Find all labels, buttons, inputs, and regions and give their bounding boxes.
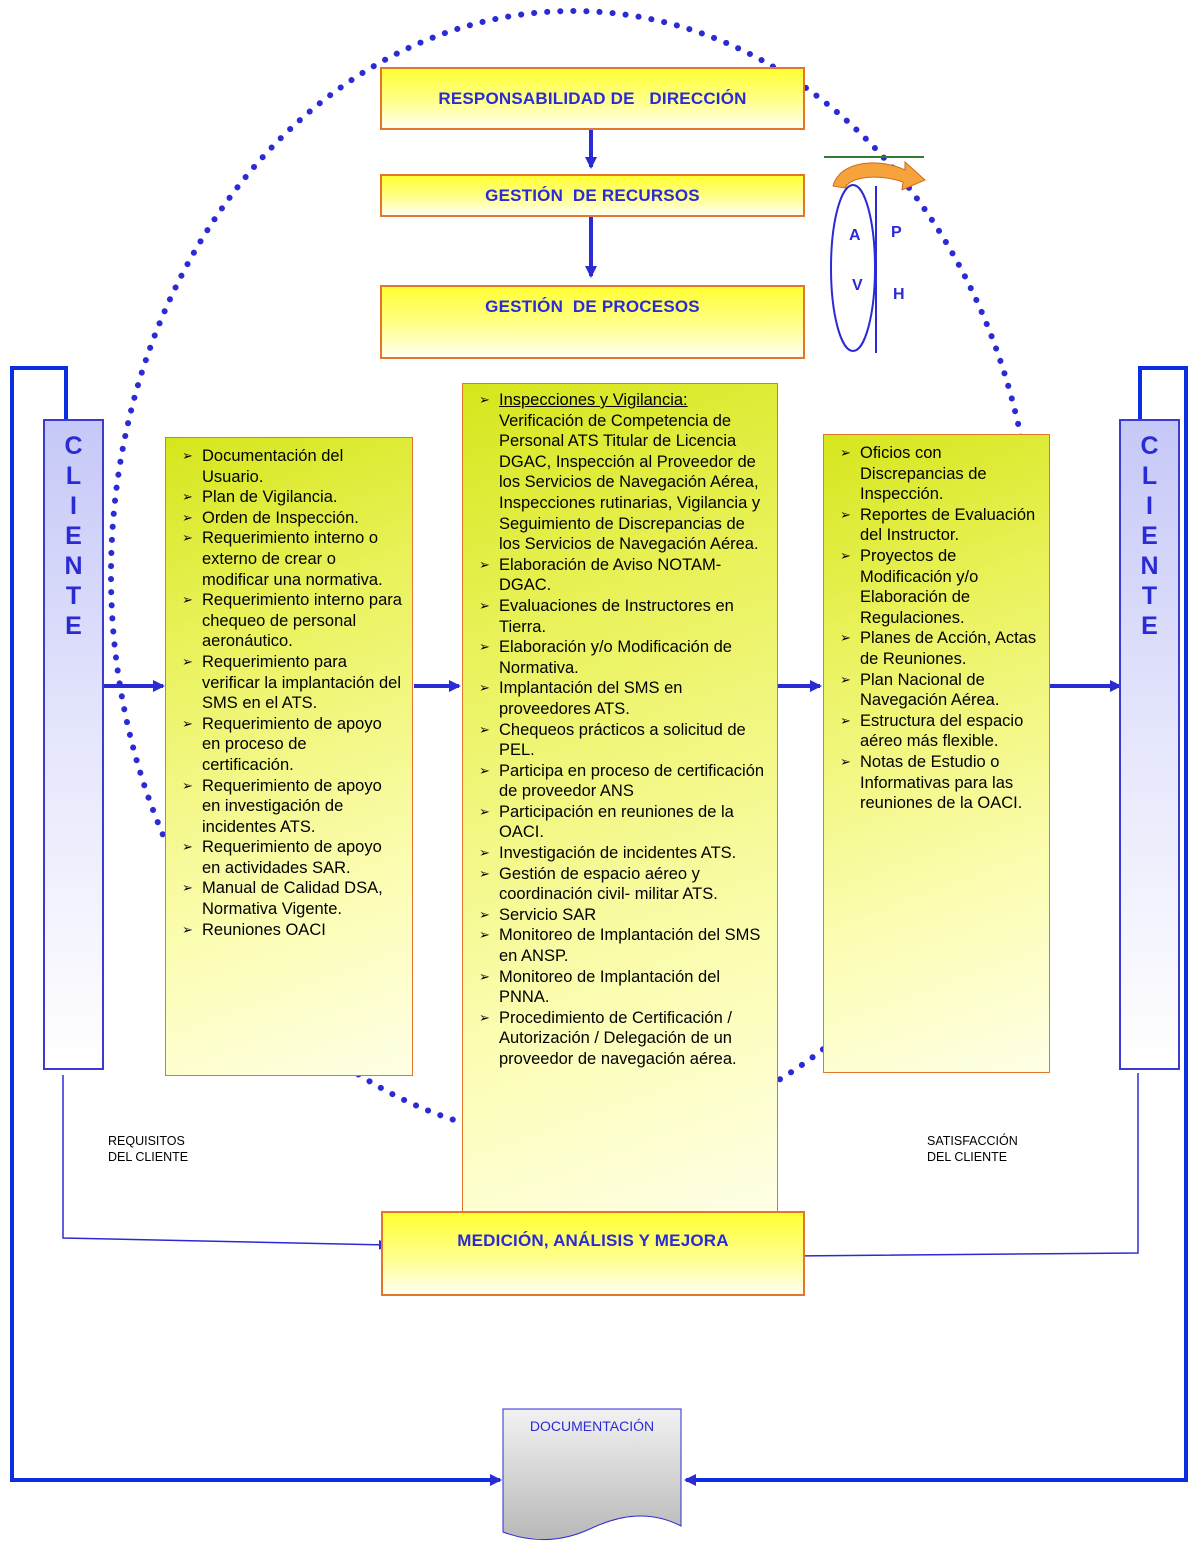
list-item: ➢Evaluaciones de Instructores en Tierra.	[479, 596, 734, 636]
requisitos-arrow	[62, 1075, 389, 1250]
inputs-box: ➢Documentación del Usuario. ➢Plan de Vig…	[165, 437, 413, 1076]
gestion-recursos-label: GESTIÓN DE RECURSOS	[485, 185, 700, 205]
list-item: ➢Investigación de incidentes ATS.	[479, 844, 737, 863]
list-item: ➢Documentación del Usuario.	[182, 447, 344, 486]
list-item: ➢Requerimiento interno para chequeo de p…	[182, 591, 402, 651]
arrow-bullet-icon: ➢	[840, 547, 851, 563]
list-item: ➢Manual de Calidad DSA, Normativa Vigent…	[182, 879, 383, 919]
list-item: ➢Gestión de espacio aéreo y coordinación…	[479, 864, 718, 904]
arrow-bullet-icon: ➢	[182, 592, 193, 608]
pdca-rotation-arrow	[832, 160, 926, 191]
arrow-bullet-icon: ➢	[840, 753, 851, 769]
list-item: ➢Procedimiento de Certificación / Autori…	[479, 1008, 737, 1068]
arrow-bullet-icon: ➢	[840, 506, 851, 522]
list-item: ➢Plan de Vigilancia.	[182, 488, 338, 507]
list-item: ➢Oficios con Discrepancias de Inspección…	[840, 444, 987, 504]
arrow-bullet-icon: ➢	[182, 880, 193, 896]
list-item: ➢Plan Nacional de Navegación Aérea.	[840, 670, 1000, 710]
cliente-right-label: C L I E N T E	[1140, 432, 1159, 640]
requisitos-cliente-label: REQUISITOS DEL CLIENTE	[108, 1134, 189, 1164]
gestion-recursos-box: GESTIÓN DE RECURSOS	[380, 174, 805, 217]
cliente-left-column: C L I E N T E	[43, 419, 104, 1070]
arrow-bullet-icon: ➢	[182, 777, 193, 793]
list-item: ➢Participación en reuniones de la OACI.	[479, 802, 734, 842]
outputs-list: ➢Oficios con Discrepancias de Inspección…	[824, 435, 1049, 814]
pdca-letter-a: A	[849, 227, 861, 244]
responsabilidad-direccion-box: RESPONSABILIDAD DE DIRECCIÓN	[380, 67, 805, 130]
arrow-bullet-icon: ➢	[840, 630, 851, 646]
list-item: ➢Requerimiento de apoyo en investigación…	[182, 776, 382, 836]
list-item: ➢Chequeos prácticos a solicitud de PEL.	[479, 720, 746, 760]
satisfaccion-arrow	[788, 1073, 1139, 1261]
list-item: ➢Servicio SAR	[479, 905, 597, 924]
medicion-analisis-mejora-label: MEDICIÓN, ANÁLISIS Y MEJORA	[457, 1231, 729, 1250]
gestion-procesos-box: GESTIÓN DE PROCESOS	[380, 285, 805, 359]
satisfaccion-cliente-label: SATISFACCIÓN DEL CLIENTE	[927, 1134, 1018, 1164]
outer-loop-right	[684, 366, 1188, 1486]
list-item: ➢ Inspecciones y Vigilancia: Verificación…	[471, 390, 767, 555]
arrow-bullet-icon: ➢	[182, 921, 193, 937]
arrow-bullet-icon: ➢	[479, 721, 490, 737]
process-activities-box: ➢ Inspecciones y Vigilancia: Verificación…	[462, 383, 778, 1212]
list-item: ➢Orden de Inspección.	[182, 508, 359, 527]
cliente-right-column: C L I E N T E	[1119, 419, 1180, 1070]
pdca-letter-v: V	[852, 277, 863, 294]
arrow-bullet-icon: ➢	[479, 865, 490, 881]
arrow-bullet-icon: ➢	[182, 653, 193, 669]
list-item: ➢Requerimiento de apoyo en proceso de ce…	[182, 714, 382, 774]
arrow-bullet-icon: ➢	[182, 448, 193, 463]
arrow-bullet-icon: ➢	[840, 445, 851, 460]
inspecciones-heading: Inspecciones y Vigilancia:	[499, 391, 688, 409]
arrow-bullet-icon: ➢	[479, 639, 490, 655]
arrow-bullet-icon: ➢	[479, 597, 490, 613]
list-item: ➢Planes de Acción, Actas de Reuniones.	[840, 629, 1037, 668]
list-item: ➢Proyectos de Modificación y/o Elaboraci…	[840, 546, 979, 627]
outputs-box: ➢Oficios con Discrepancias de Inspección…	[823, 434, 1050, 1073]
medicion-analisis-mejora-box: MEDICIÓN, ANÁLISIS Y MEJORA	[381, 1211, 805, 1296]
arrow-bullet-icon: ➢	[479, 1009, 490, 1025]
arrow-bullet-icon: ➢	[840, 712, 851, 728]
arrow-bullet-icon: ➢	[479, 762, 490, 778]
pdca-letter-h: H	[893, 286, 905, 303]
pdca-letter-p: P	[891, 224, 902, 241]
documentation-shape	[502, 1408, 682, 1541]
list-item: ➢Reportes de Evaluación del Instructor.	[840, 505, 1036, 545]
list-item: ➢Reuniones OACI	[182, 920, 326, 939]
cliente-left-label: C L I E N T E	[64, 432, 83, 640]
list-item: ➢Elaboración de Aviso NOTAM-DGAC.	[479, 555, 722, 595]
list-item: ➢Implantación del SMS en proveedores ATS…	[479, 679, 683, 718]
arrow-bullet-icon: ➢	[479, 845, 490, 861]
inputs-list: ➢Documentación del Usuario. ➢Plan de Vig…	[166, 438, 412, 940]
list-item: ➢Requerimiento para verificar la implant…	[182, 652, 402, 713]
list-item: ➢Monitoreo de Implantación del PNNA.	[479, 967, 721, 1007]
outer-loop-left	[10, 366, 502, 1486]
arrow-bullet-icon: ➢	[479, 556, 490, 572]
arrow-bullet-icon: ➢	[479, 803, 490, 819]
arrow-bullet-icon: ➢	[182, 715, 193, 731]
arrow-bullet-icon: ➢	[182, 530, 193, 546]
list-item: ➢Elaboración y/o Modificación de Normati…	[479, 638, 732, 677]
list-item: ➢Estructura del espacio aéreo más flexib…	[840, 711, 1024, 751]
list-item: ➢Participa en proceso de certificación d…	[479, 761, 765, 801]
inspecciones-text: Verificación de Competencia de Personal …	[499, 411, 761, 554]
list-item: ➢Notas de Estudio o Informativas para la…	[840, 752, 1023, 813]
responsabilidad-direccion-label: RESPONSABILIDAD DE DIRECCIÓN	[438, 88, 747, 108]
list-item: ➢Monitoreo de Implantación del SMS en AN…	[479, 926, 761, 966]
arrow-bullet-icon: ➢	[479, 906, 490, 922]
documentacion-label: DOCUMENTACIÓN	[529, 1418, 655, 1434]
gestion-procesos-label: GESTIÓN DE PROCESOS	[485, 297, 700, 316]
arrow-bullet-icon: ➢	[182, 839, 193, 855]
arrow-bullet-icon: ➢	[479, 680, 490, 696]
arrow-bullet-icon: ➢	[182, 489, 193, 505]
arrow-bullet-icon: ➢	[479, 968, 490, 984]
pdca-ellipse	[830, 184, 876, 352]
list-item: ➢Requerimiento de apoyo en actividades S…	[182, 838, 382, 877]
arrow-bullet-icon: ➢	[479, 392, 490, 407]
arrow-bullet-icon: ➢	[479, 927, 490, 943]
list-item: ➢Requerimiento interno o externo de crea…	[182, 529, 383, 589]
arrow-bullet-icon: ➢	[182, 509, 193, 525]
process-activities-list: ➢ Inspecciones y Vigilancia: Verificación…	[463, 384, 777, 1070]
arrow-bullet-icon: ➢	[840, 671, 851, 687]
